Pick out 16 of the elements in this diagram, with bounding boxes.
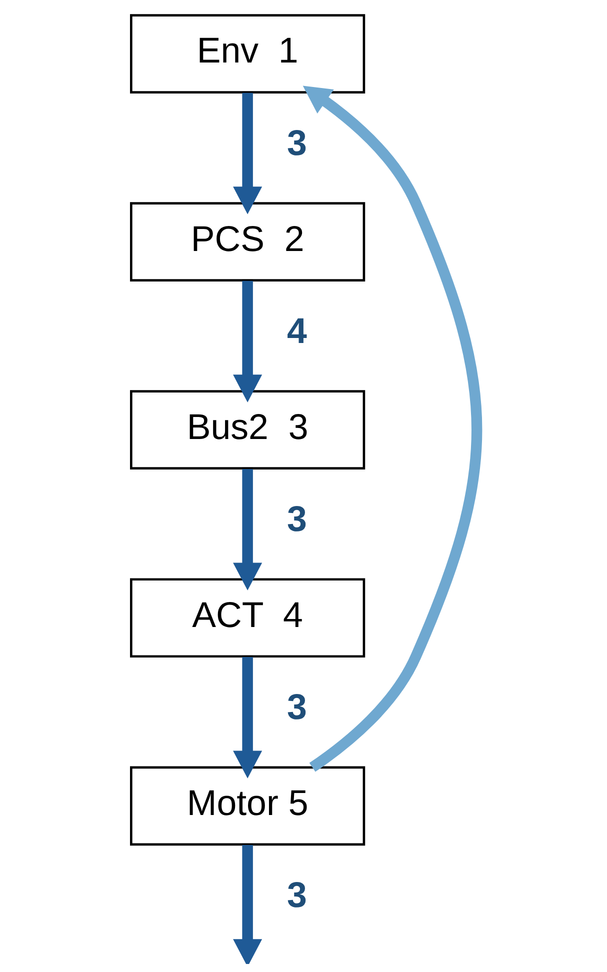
node-box: PCS 2 bbox=[130, 202, 365, 282]
arrow bbox=[302, 86, 482, 772]
arrow bbox=[232, 280, 262, 402]
edge-label: 3 bbox=[286, 875, 306, 916]
arrow bbox=[232, 468, 262, 590]
edge-label: 3 bbox=[286, 122, 306, 163]
arrow bbox=[232, 844, 262, 964]
edge-label: 3 bbox=[286, 499, 306, 540]
arrow bbox=[232, 656, 262, 778]
node-box: Bus2 3 bbox=[130, 390, 365, 470]
edge-label: 4 bbox=[286, 310, 306, 351]
node-box: Env 1 bbox=[130, 14, 365, 94]
edge-label: 3 bbox=[286, 687, 306, 728]
node-box: ACT 4 bbox=[130, 578, 365, 658]
node-box: Motor 5 bbox=[130, 766, 365, 846]
arrow bbox=[232, 92, 262, 214]
